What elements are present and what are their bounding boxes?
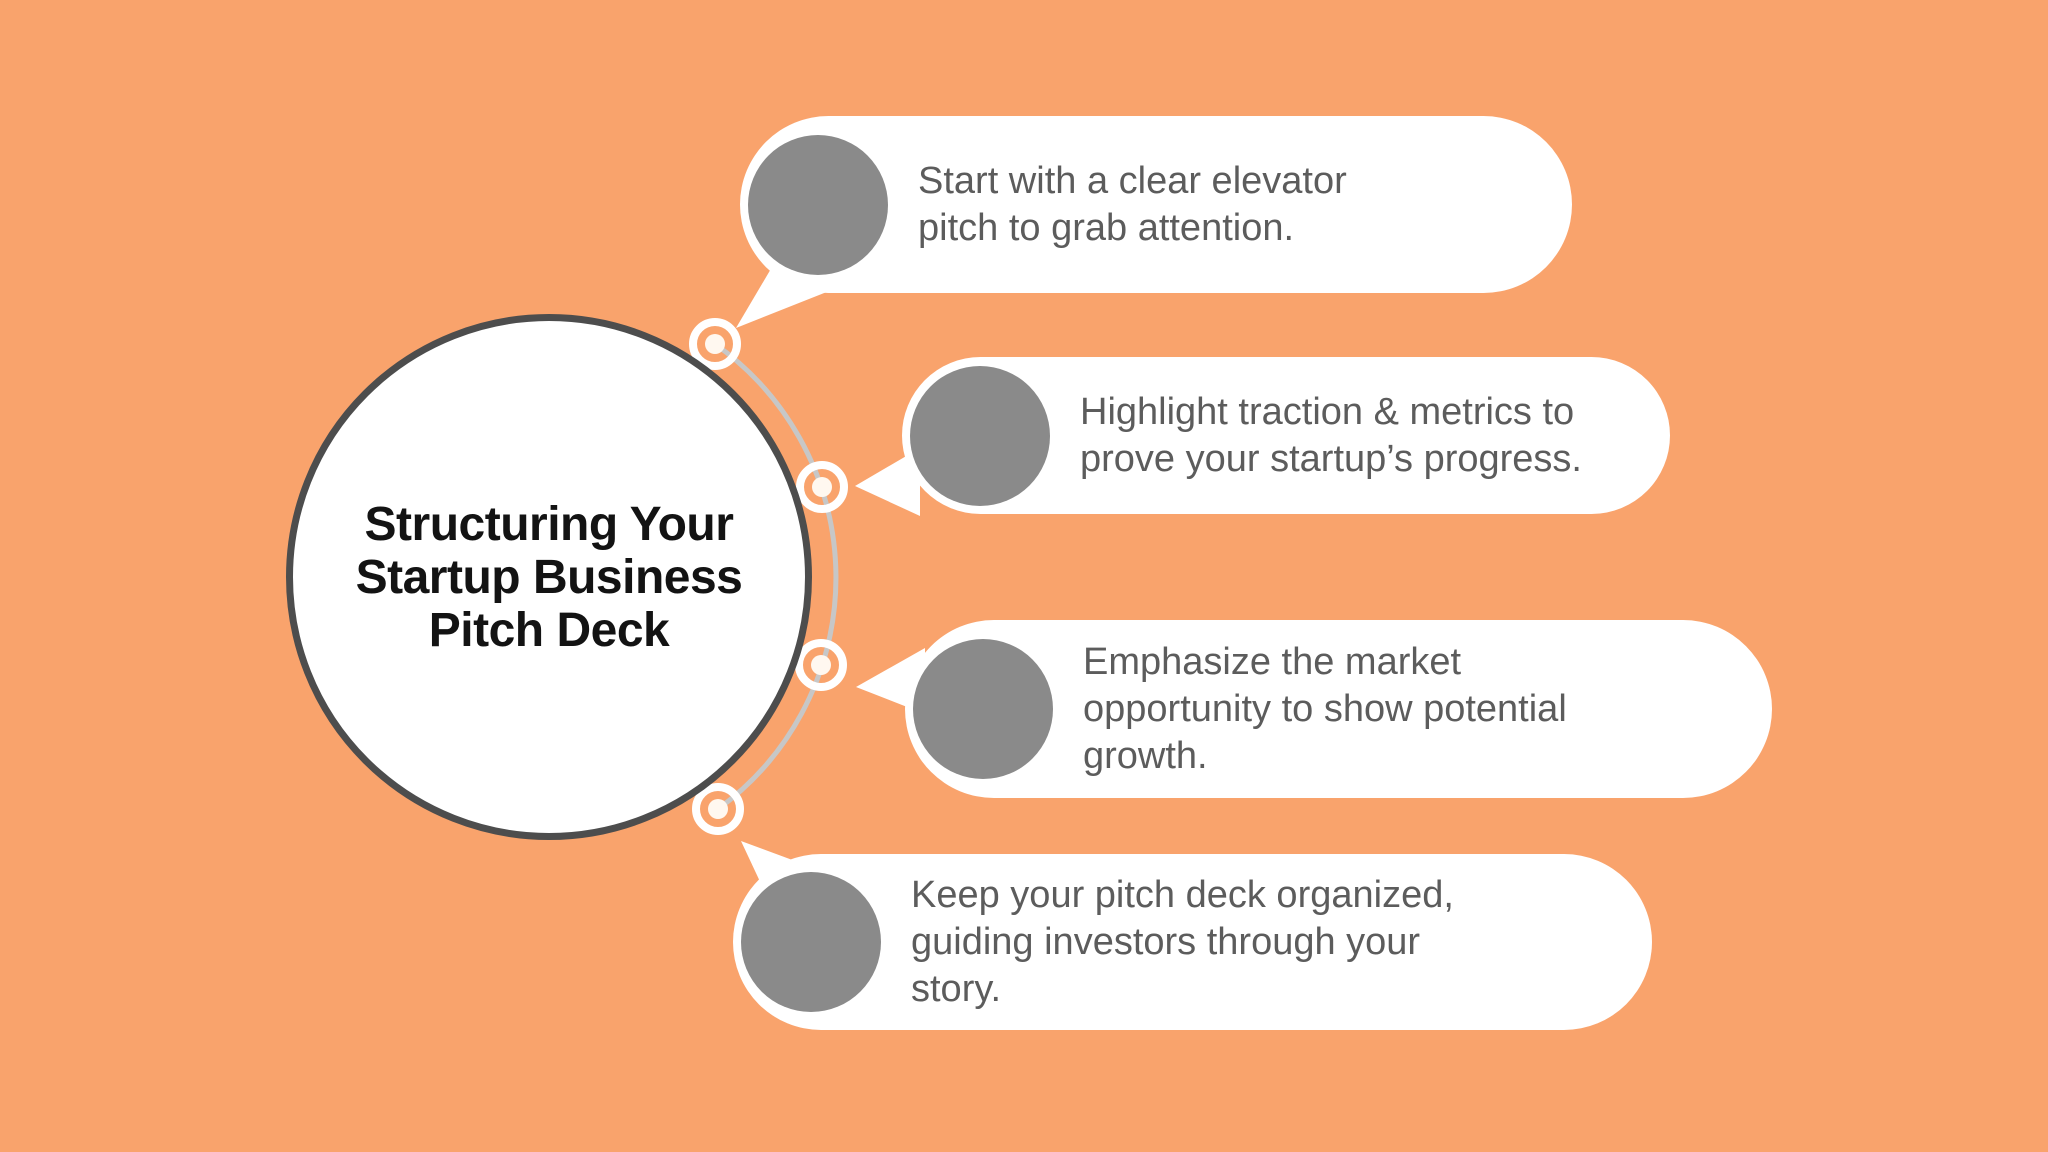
speech-bubble: Highlight traction & metrics to prove yo…	[902, 357, 1670, 514]
avatar-circle-icon	[913, 639, 1053, 779]
speech-bubble: Start with a clear elevator pitch to gra…	[740, 116, 1572, 293]
page-title: Structuring Your Startup Business Pitch …	[355, 497, 743, 657]
bubble-text: Keep your pitch deck organized, guiding …	[911, 873, 1454, 1010]
bubble-text: Highlight traction & metrics to prove yo…	[1080, 390, 1582, 480]
central-topic-circle: Structuring Your Startup Business Pitch …	[286, 314, 812, 840]
bubble-tail	[855, 448, 920, 516]
timeline-node-icon	[796, 461, 848, 513]
bubble-text: Emphasize the market opportunity to show…	[1083, 640, 1567, 777]
timeline-node-icon	[692, 783, 744, 835]
timeline-node-icon	[689, 318, 741, 370]
speech-bubble: Keep your pitch deck organized, guiding …	[733, 854, 1652, 1030]
avatar-circle-icon	[910, 365, 1050, 506]
timeline-arc	[713, 341, 839, 812]
avatar-circle-icon	[741, 872, 881, 1012]
avatar-circle-icon	[748, 134, 888, 275]
bubble-text: Start with a clear elevator pitch to gra…	[918, 159, 1347, 249]
speech-bubble: Emphasize the market opportunity to show…	[905, 620, 1772, 798]
timeline-node-icon	[795, 639, 847, 691]
